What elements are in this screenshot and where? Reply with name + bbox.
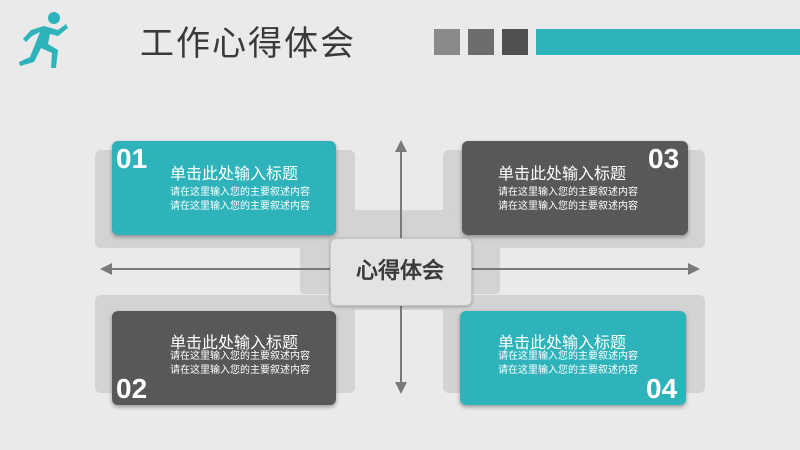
card-03[interactable] xyxy=(462,141,688,235)
arrow-left-icon xyxy=(100,263,112,275)
arrow-down-icon xyxy=(395,382,407,394)
center-label: 心得体会 xyxy=(355,259,444,284)
card-03-title: 单击此处输入标题 xyxy=(498,164,627,183)
card-03-number: 03 xyxy=(648,143,680,174)
center-box xyxy=(330,238,472,306)
arrow-right-icon xyxy=(688,263,700,275)
card-02-title: 单击此处输入标题 xyxy=(170,333,299,352)
card-02-desc-line2: 请在这里输入您的主要叙述内容 xyxy=(170,365,310,376)
accent-bar xyxy=(536,29,800,55)
card-01-desc-line1: 请在这里输入您的主要叙述内容 xyxy=(170,187,310,198)
card-03-desc-line1: 请在这里输入您的主要叙述内容 xyxy=(498,187,638,198)
decor-square-1 xyxy=(434,29,460,55)
card-01-number: 01 xyxy=(116,143,148,174)
card-02-desc-line1: 请在这里输入您的主要叙述内容 xyxy=(170,351,310,362)
arrow-up-icon xyxy=(395,140,407,152)
card-02[interactable] xyxy=(112,311,336,405)
card-04-number: 04 xyxy=(646,373,678,404)
card-04-title: 单击此处输入标题 xyxy=(498,333,627,352)
card-02-number: 02 xyxy=(116,373,148,404)
card-03-desc-line2: 请在这里输入您的主要叙述内容 xyxy=(498,201,638,212)
card-01[interactable] xyxy=(112,141,336,235)
card-01-title: 单击此处输入标题 xyxy=(170,164,299,183)
page-title: 工作心得体会 xyxy=(140,24,356,64)
decor-square-2 xyxy=(468,29,494,55)
card-04-desc-line1: 请在这里输入您的主要叙述内容 xyxy=(498,351,638,362)
decor-square-3 xyxy=(502,29,528,55)
card-04[interactable] xyxy=(460,311,686,405)
card-01-desc-line2: 请在这里输入您的主要叙述内容 xyxy=(170,201,310,212)
card-04-desc-line2: 请在这里输入您的主要叙述内容 xyxy=(498,365,638,376)
running-person-icon xyxy=(14,10,72,72)
